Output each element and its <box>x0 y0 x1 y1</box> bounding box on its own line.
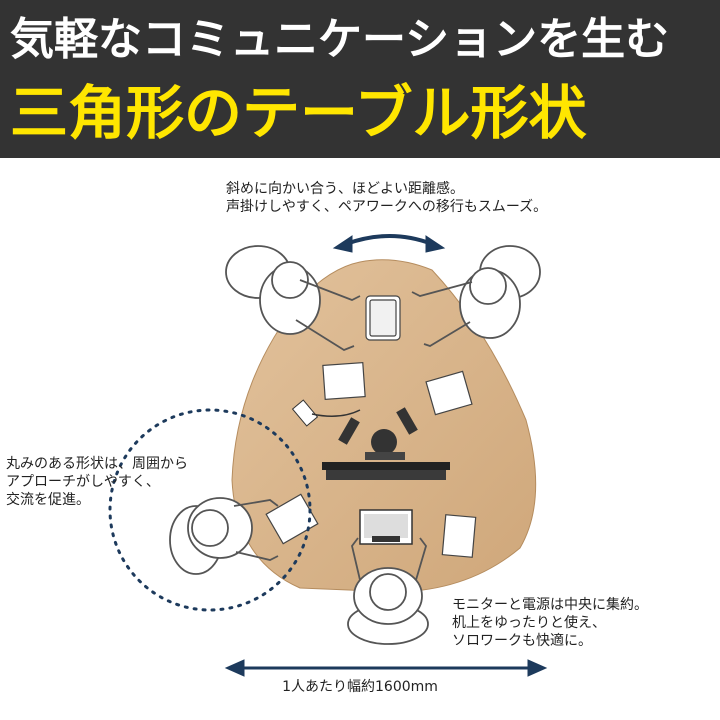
caption-pair-distance: 斜めに向かい合う、ほどよい距離感。 声掛けしやすく、ペアワークへの移行もスムーズ… <box>226 180 547 216</box>
headline-line-1: 気軽なコミュニケーションを生む <box>10 14 670 65</box>
caption-line: 声掛けしやすく、ペアワークへの移行もスムーズ。 <box>226 199 548 215</box>
caption-width: 1人あたり幅約1600mm <box>282 679 438 695</box>
caption-line: アプローチがしやすく、 <box>6 474 160 490</box>
caption-line: ソロワークも快適に。 <box>452 633 592 649</box>
caption-monitor-power: モニターと電源は中央に集約。 机上をゆったりと使え、 ソロワークも快適に。 <box>452 596 648 650</box>
width-arrow <box>224 659 548 677</box>
caption-line: 机上をゆったりと使え、 <box>452 615 606 631</box>
caption-line: 丸みのある形状は、周囲から <box>6 456 188 472</box>
header-banner: 気軽なコミュニケーションを生む 三角形のテーブル形状 <box>0 0 720 158</box>
laptop <box>359 509 413 545</box>
caption-approach: 丸みのある形状は、周囲から アプローチがしやすく、 交流を促進。 <box>6 455 188 509</box>
person-top-left <box>225 245 361 352</box>
person-top-right <box>411 245 541 347</box>
caption-line: モニターと電源は中央に集約。 <box>452 597 648 613</box>
person-left <box>169 497 279 575</box>
pair-distance-arrow <box>332 234 446 253</box>
center-monitor <box>291 399 450 480</box>
headline-line-2: 三角形のテーブル形状 <box>10 79 587 147</box>
caption-line: 斜めに向かい合う、ほどよい距離感。 <box>226 181 464 197</box>
caption-line: 交流を促進。 <box>6 492 90 508</box>
person-bottom <box>347 537 429 645</box>
approach-dotted-circle <box>108 408 312 612</box>
documents <box>265 295 477 558</box>
